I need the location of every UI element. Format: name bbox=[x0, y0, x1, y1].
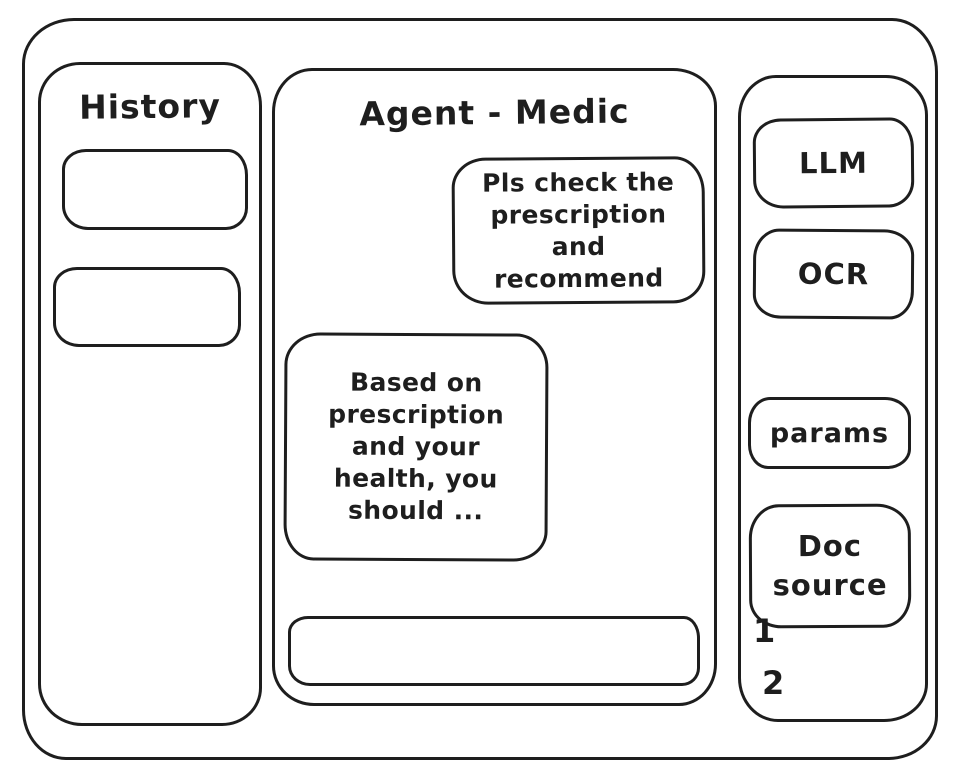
history-sidebar: History bbox=[38, 62, 262, 726]
tool-params-button[interactable]: params bbox=[748, 397, 911, 469]
tool-params-label: params bbox=[769, 417, 890, 449]
tool-doc-source-button[interactable]: Doc source bbox=[748, 503, 912, 629]
page-title: Agent - Medic bbox=[359, 91, 630, 134]
history-item[interactable] bbox=[62, 149, 248, 230]
chat-panel: Agent - Medic Pls check the prescription… bbox=[272, 68, 717, 706]
assistant-message-text: Based on prescription and your health, y… bbox=[328, 367, 505, 526]
app-window-frame: History Agent - Medic Pls check the pres… bbox=[22, 18, 938, 760]
message-input[interactable] bbox=[288, 616, 700, 686]
tool-doc-source-label: Doc source bbox=[772, 528, 888, 603]
user-message-bubble: Pls check the prescription and recommend bbox=[451, 156, 706, 305]
assistant-message-bubble: Based on prescription and your health, y… bbox=[283, 332, 549, 562]
tool-llm-button[interactable]: LLM bbox=[752, 117, 915, 209]
tool-ocr-button[interactable]: OCR bbox=[752, 228, 915, 320]
tool-llm-label: LLM bbox=[798, 145, 869, 181]
doc-source-item-1[interactable]: 1 bbox=[753, 612, 776, 650]
tools-sidebar: LLM OCR params Doc source 1 2 bbox=[738, 75, 928, 722]
user-message-text: Pls check the prescription and recommend bbox=[482, 166, 675, 294]
tool-ocr-label: OCR bbox=[797, 256, 870, 292]
history-title: History bbox=[78, 86, 222, 127]
history-item[interactable] bbox=[53, 267, 241, 347]
doc-source-item-2[interactable]: 2 bbox=[762, 664, 785, 702]
